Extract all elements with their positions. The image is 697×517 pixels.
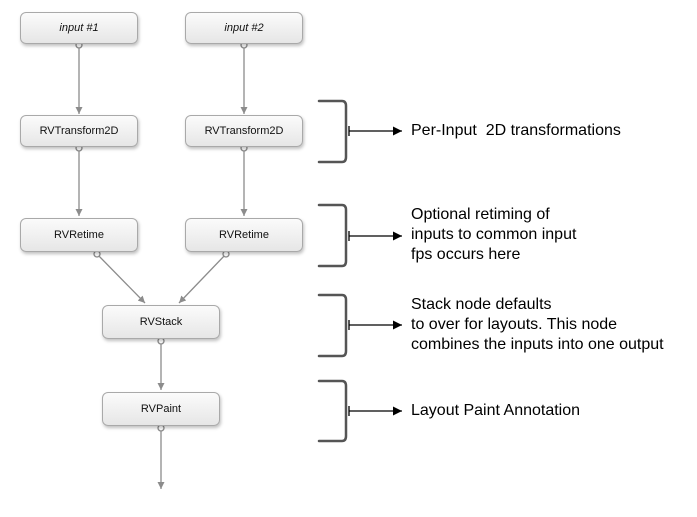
node-label: RVTransform2D: [204, 125, 284, 137]
node-label: RVRetime: [219, 229, 269, 241]
annotation-paint: Layout Paint Annotation: [411, 401, 580, 421]
node-rvstack[interactable]: RVStack: [102, 305, 220, 339]
node-input-1[interactable]: input #1: [20, 12, 138, 44]
bracket-paint: [317, 379, 348, 443]
node-rvtransform2d-1[interactable]: RVTransform2D: [20, 115, 138, 147]
annotation-line: combines the inputs into one output: [411, 336, 664, 353]
node-input-2[interactable]: input #2: [185, 12, 303, 44]
node-label: input #1: [59, 22, 99, 34]
node-rvpaint[interactable]: RVPaint: [102, 392, 220, 426]
node-label: RVPaint: [140, 403, 182, 415]
node-label: RVTransform2D: [39, 125, 119, 137]
annotation-line: inputs to common input: [411, 226, 577, 243]
node-rvretime-1[interactable]: RVRetime: [20, 218, 138, 252]
edge-retime2-stack: [178, 253, 227, 304]
node-rvretime-2[interactable]: RVRetime: [185, 218, 303, 252]
annotation-retime: Optional retiming of inputs to common in…: [411, 205, 576, 265]
bracket-transform: [317, 99, 348, 164]
annotation-line: Stack node defaults: [411, 296, 552, 313]
bracket-stack: [317, 293, 348, 358]
annotation-transform: Per-Input 2D transformations: [411, 121, 621, 141]
edge-retime1-stack: [96, 253, 146, 304]
node-label: RVRetime: [54, 229, 104, 241]
annotation-line: Per-Input 2D transformations: [411, 122, 621, 139]
annotation-line: fps occurs here: [411, 246, 521, 263]
annotation-line: Layout Paint Annotation: [411, 402, 581, 419]
node-label: RVStack: [139, 316, 183, 328]
annotation-line: Optional retiming of: [411, 206, 550, 223]
bracket-retime: [317, 203, 348, 268]
node-label: input #2: [224, 22, 264, 34]
annotation-stack: Stack node defaults to over for layouts.…: [411, 295, 664, 355]
node-rvtransform2d-2[interactable]: RVTransform2D: [185, 115, 303, 147]
annotation-line: to over for layouts. This node: [411, 316, 618, 333]
